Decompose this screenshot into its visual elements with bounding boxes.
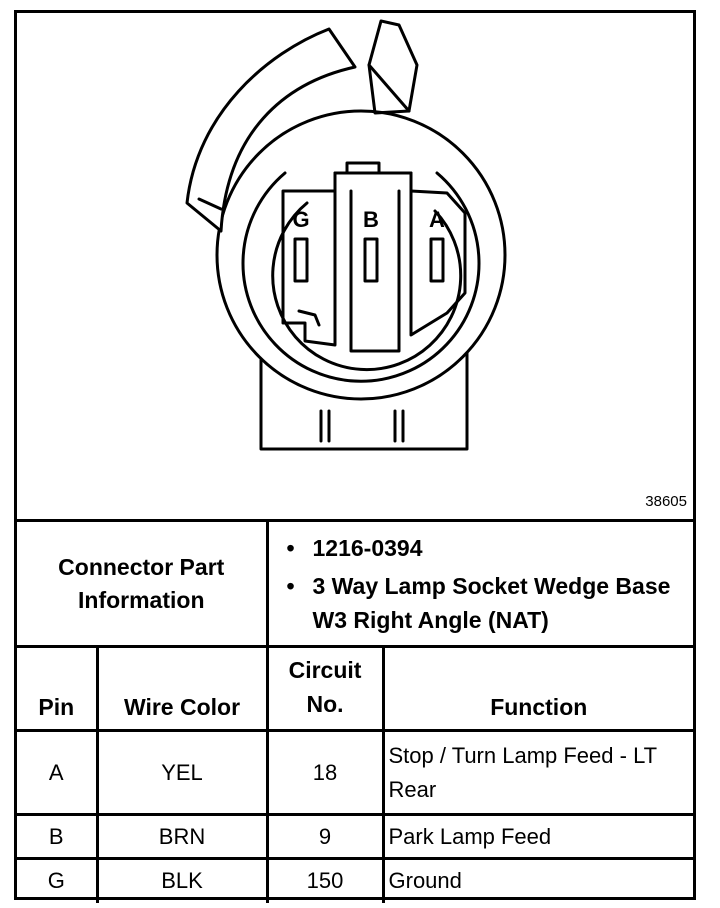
terminal-b — [363, 237, 379, 283]
table-row: G BLK 150 Ground — [17, 857, 694, 903]
key-notch — [345, 161, 381, 175]
column-headers: Pin Wire Color Circuit No. Function — [17, 645, 694, 732]
table-row: A YEL 18 Stop / Turn Lamp Feed - LT Rear — [17, 729, 694, 816]
connector-description: 3 Way Lamp Socket Wedge Base W3 Right An… — [287, 569, 694, 637]
lever-arm — [185, 27, 357, 233]
wire-color-cell: BRN — [95, 813, 269, 860]
pin-label-a: A — [429, 207, 445, 232]
housing-marks — [319, 409, 405, 443]
inner-ring — [241, 171, 481, 383]
housing-block — [259, 351, 469, 451]
socket-ring — [271, 201, 463, 372]
table-row: B BRN 9 Park Lamp Feed — [17, 813, 694, 860]
connector-diagram: G B A — [185, 19, 507, 451]
pin-label-b: B — [363, 207, 379, 232]
header-circuit: Circuit No. — [265, 645, 385, 732]
circuit-cell: 150 — [265, 857, 385, 903]
connector-info-list: 1216-0394 3 Way Lamp Socket Wedge Base W… — [265, 519, 694, 648]
lock-tab — [367, 19, 419, 113]
outer-ring — [215, 109, 507, 401]
header-function: Function — [381, 645, 694, 732]
pin-cell: G — [17, 857, 99, 903]
wire-color-cell: YEL — [95, 729, 269, 816]
terminal-a — [429, 237, 445, 283]
header-pin: Pin — [17, 645, 99, 732]
connector-part-number: 1216-0394 — [287, 531, 694, 565]
function-cell: Ground — [381, 857, 694, 903]
connector-info-label: Connector Part Information — [17, 519, 269, 648]
figure-number: 38605 — [645, 493, 687, 510]
connector-table: Connector Part Information 1216-0394 3 W… — [17, 519, 694, 903]
connector-sheet: G B A 38605 Connector Part Information 1… — [14, 10, 696, 903]
circuit-cell: 9 — [265, 813, 385, 860]
pin-cell: A — [17, 729, 99, 816]
pin-cell: B — [17, 813, 99, 860]
header-wire-color: Wire Color — [95, 645, 269, 732]
function-cell: Park Lamp Feed — [381, 813, 694, 860]
circuit-cell: 18 — [265, 729, 385, 816]
wire-color-cell: BLK — [95, 857, 269, 903]
function-cell: Stop / Turn Lamp Feed - LT Rear — [381, 729, 694, 816]
pin-label-g: G — [292, 207, 309, 232]
terminal-g — [293, 237, 309, 283]
connector-info-row: Connector Part Information 1216-0394 3 W… — [17, 519, 694, 648]
